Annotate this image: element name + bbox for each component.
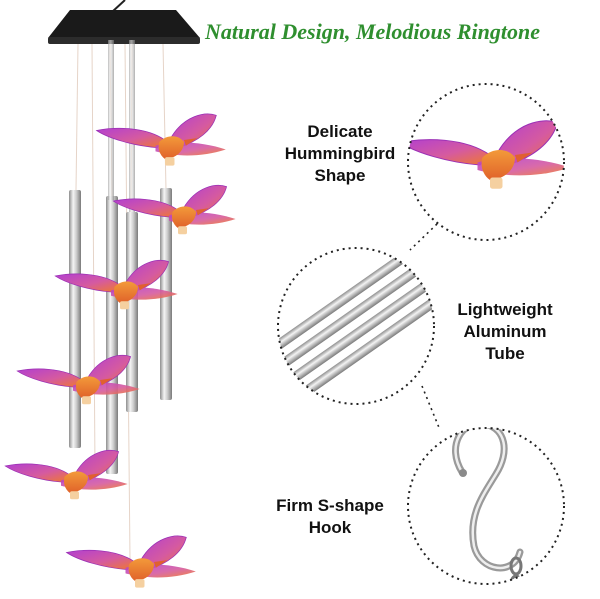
feature-label-hook: Firm S-shape Hook: [270, 495, 390, 539]
feature-label-line: Hummingbird: [284, 144, 396, 163]
connector-lines: [409, 223, 441, 431]
hummingbird-closeup: [407, 83, 565, 241]
headline: Natural Design, Melodious Ringtone: [205, 19, 540, 44]
feature-label-line: Lightweight: [457, 300, 553, 319]
feature-label-hummingbird: Delicate Hummingbird Shape: [280, 121, 400, 187]
hummingbird-ornaments: [4, 113, 237, 589]
solar-cap: [48, 10, 200, 38]
feature-label-line: Aluminum: [463, 322, 547, 341]
feature-label-line: Tube: [485, 344, 525, 363]
feature-label-tube: Lightweight Aluminum Tube: [440, 299, 570, 365]
feature-label-line: Hook: [308, 518, 352, 537]
feature-label-line: Firm S-shape: [276, 496, 384, 515]
aluminum-tubes: [69, 40, 172, 474]
tube-closeup: [277, 247, 435, 405]
feature-label-line: Delicate: [307, 122, 373, 141]
s-hook-closeup: [407, 427, 565, 585]
feature-label-line: Shape: [314, 166, 366, 185]
